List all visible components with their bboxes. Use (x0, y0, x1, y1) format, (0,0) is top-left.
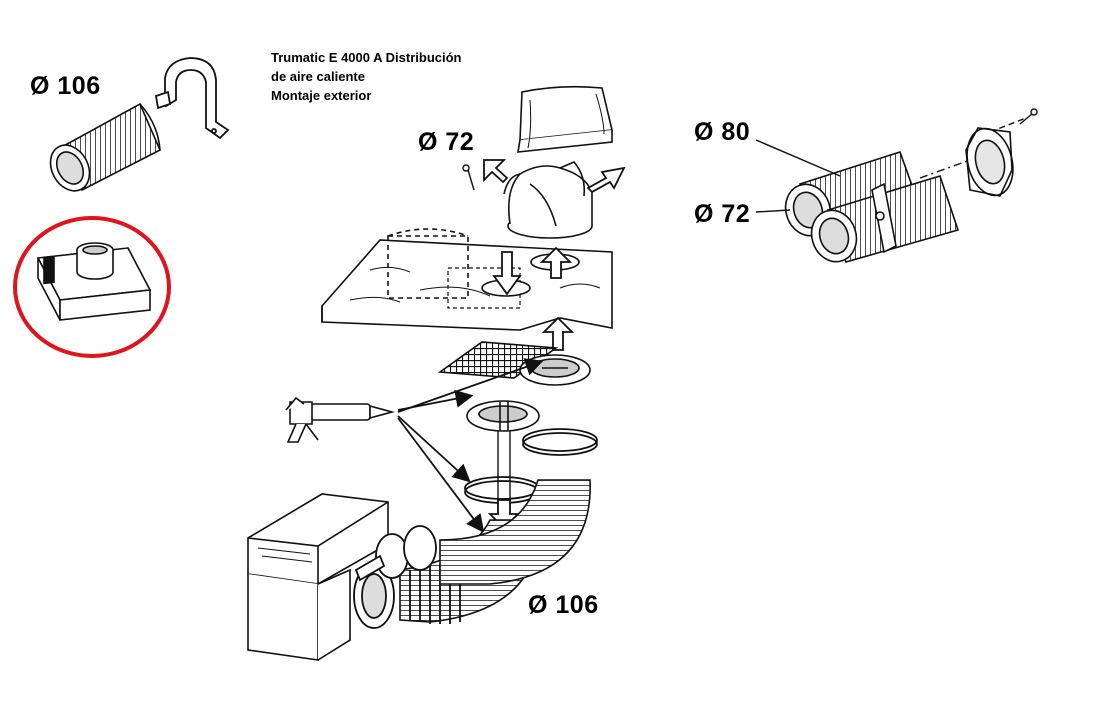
screw-icon (462, 164, 475, 191)
airflow-arrows-floor (492, 246, 575, 351)
flex-hose-right (439, 479, 591, 585)
outlet-cover-hood (517, 85, 613, 153)
pipe-bracket-illustration (154, 57, 230, 140)
vehicle-floor-panel (321, 228, 613, 331)
wall-flange (965, 127, 1014, 197)
outlet-elbow-72 (503, 161, 593, 239)
flex-hose-106-illustration (49, 102, 162, 192)
title-line-2: de aire caliente (271, 69, 365, 84)
airflow-arrows-top (483, 159, 626, 194)
sealant-gun-illustration (285, 396, 396, 443)
highlighted-box-adapter (13, 216, 171, 358)
title-line-1: Trumatic E 4000 A Distribución (271, 50, 462, 65)
leader-lines-right (755, 117, 1027, 213)
screw-icon-right (1019, 108, 1038, 125)
label-diameter-106-top: Ø 106 (30, 72, 101, 100)
heater-unit-box (247, 493, 389, 661)
protective-grid (437, 341, 559, 379)
diagram-title: Trumatic E 4000 A Distribución de aire c… (271, 48, 461, 105)
label-diameter-72-outlet: Ø 72 (418, 128, 475, 156)
connection-clamps (353, 525, 437, 629)
title-line-3: Montaje exterior (271, 88, 372, 103)
twin-pipe-connector (784, 151, 960, 263)
label-diameter-80: Ø 80 (694, 118, 751, 146)
label-diameter-72-right: Ø 72 (694, 200, 751, 228)
label-diameter-106-bottom: Ø 106 (528, 591, 599, 619)
sealant-pointer-lines (397, 358, 544, 533)
